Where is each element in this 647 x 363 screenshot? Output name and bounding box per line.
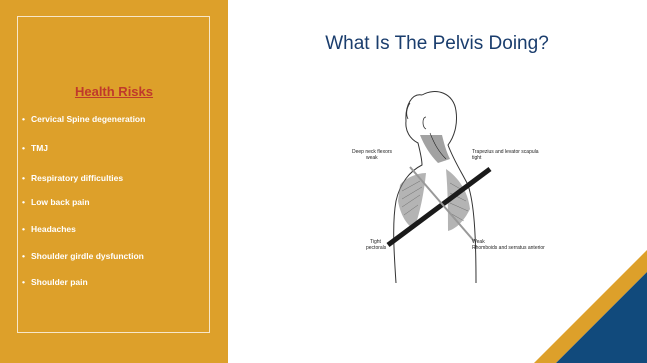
label-deep-neck-weak: weak <box>366 155 378 161</box>
list-item-label: Shoulder girdle dysfunction <box>31 251 144 261</box>
bullet-icon: • <box>22 251 31 261</box>
list-item: •Low back pain <box>22 197 90 207</box>
bullet-icon: • <box>22 114 31 124</box>
label-rhomboids: Rhomboids and serratus anterior <box>472 245 545 251</box>
list-item-label: Low back pain <box>31 197 90 207</box>
list-item: •Shoulder girdle dysfunction <box>22 251 144 261</box>
corner-navy-triangle <box>556 272 647 363</box>
label-trapezius: Trapezius and levator scapula <box>472 149 539 155</box>
list-item: •Shoulder pain <box>22 277 88 287</box>
list-item: •Cervical Spine degeneration <box>22 114 145 124</box>
ear-outline <box>423 117 426 129</box>
left-panel: Health Risks •Cervical Spine degeneratio… <box>0 0 228 363</box>
label-trapezius-tight: tight <box>472 155 482 161</box>
list-item: •Respiratory difficulties <box>22 173 123 183</box>
bullet-icon: • <box>22 277 31 287</box>
bullet-icon: • <box>22 143 31 153</box>
bullet-icon: • <box>22 197 31 207</box>
label-tight-pectorals-2: pectorals <box>366 245 387 251</box>
slide-title: What Is The Pelvis Doing? <box>242 33 632 55</box>
list-item: •Headaches <box>22 224 76 234</box>
corner-gold-stripe <box>534 250 647 363</box>
bullet-icon: • <box>22 224 31 234</box>
list-item: •TMJ <box>22 143 48 153</box>
list-item-label: TMJ <box>31 143 48 153</box>
list-item-label: Cervical Spine degeneration <box>31 114 145 124</box>
bullet-icon: • <box>22 173 31 183</box>
list-item-label: Shoulder pain <box>31 277 88 287</box>
posture-illustration: Deep neck flexors weak Trapezius and lev… <box>350 73 550 291</box>
face-outline <box>407 103 410 119</box>
list-item-label: Headaches <box>31 224 76 234</box>
list-item-label: Respiratory difficulties <box>31 173 123 183</box>
health-risks-heading: Health Risks <box>0 84 228 99</box>
